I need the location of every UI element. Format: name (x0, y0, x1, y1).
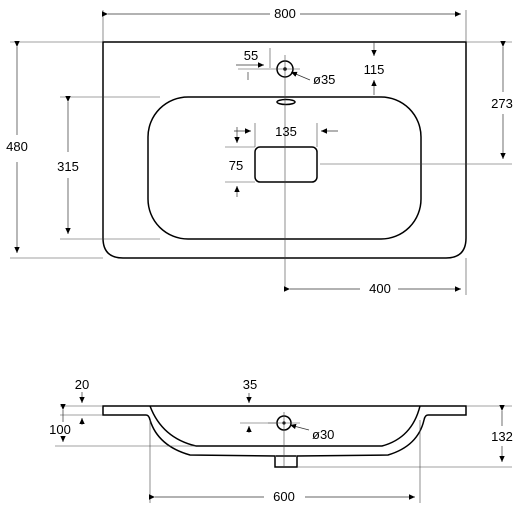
label-35: 35 (243, 377, 257, 392)
label-132: 132 (491, 429, 513, 444)
label-315: 315 (57, 159, 79, 174)
label-400: 400 (369, 281, 391, 296)
drain-rect (254, 146, 318, 183)
top-bowl (147, 96, 422, 240)
label-600: 600 (273, 489, 295, 504)
top-outline (102, 41, 467, 259)
label-273: 273 (491, 96, 513, 111)
side-profile-outer (102, 405, 467, 468)
label-135: 135 (275, 124, 297, 139)
label-100: 100 (49, 422, 71, 437)
label-115: 115 (364, 62, 385, 77)
label-55: 55 (244, 48, 258, 63)
leader-drain (289, 423, 310, 431)
side-profile-inner (149, 405, 421, 447)
overflow-slot (276, 98, 296, 106)
leader-tap (290, 71, 311, 81)
label-drain-hole: ø30 (312, 427, 334, 442)
label-tap-hole: ø35 (313, 72, 335, 87)
label-480: 480 (6, 139, 28, 154)
top-view: 800 480 315 55 ø35 115 273 (6, 6, 513, 296)
label-800: 800 (274, 6, 296, 21)
label-20: 20 (75, 377, 89, 392)
side-view: 20 100 35 ø30 132 600 (49, 377, 513, 504)
label-75: 75 (229, 158, 243, 173)
